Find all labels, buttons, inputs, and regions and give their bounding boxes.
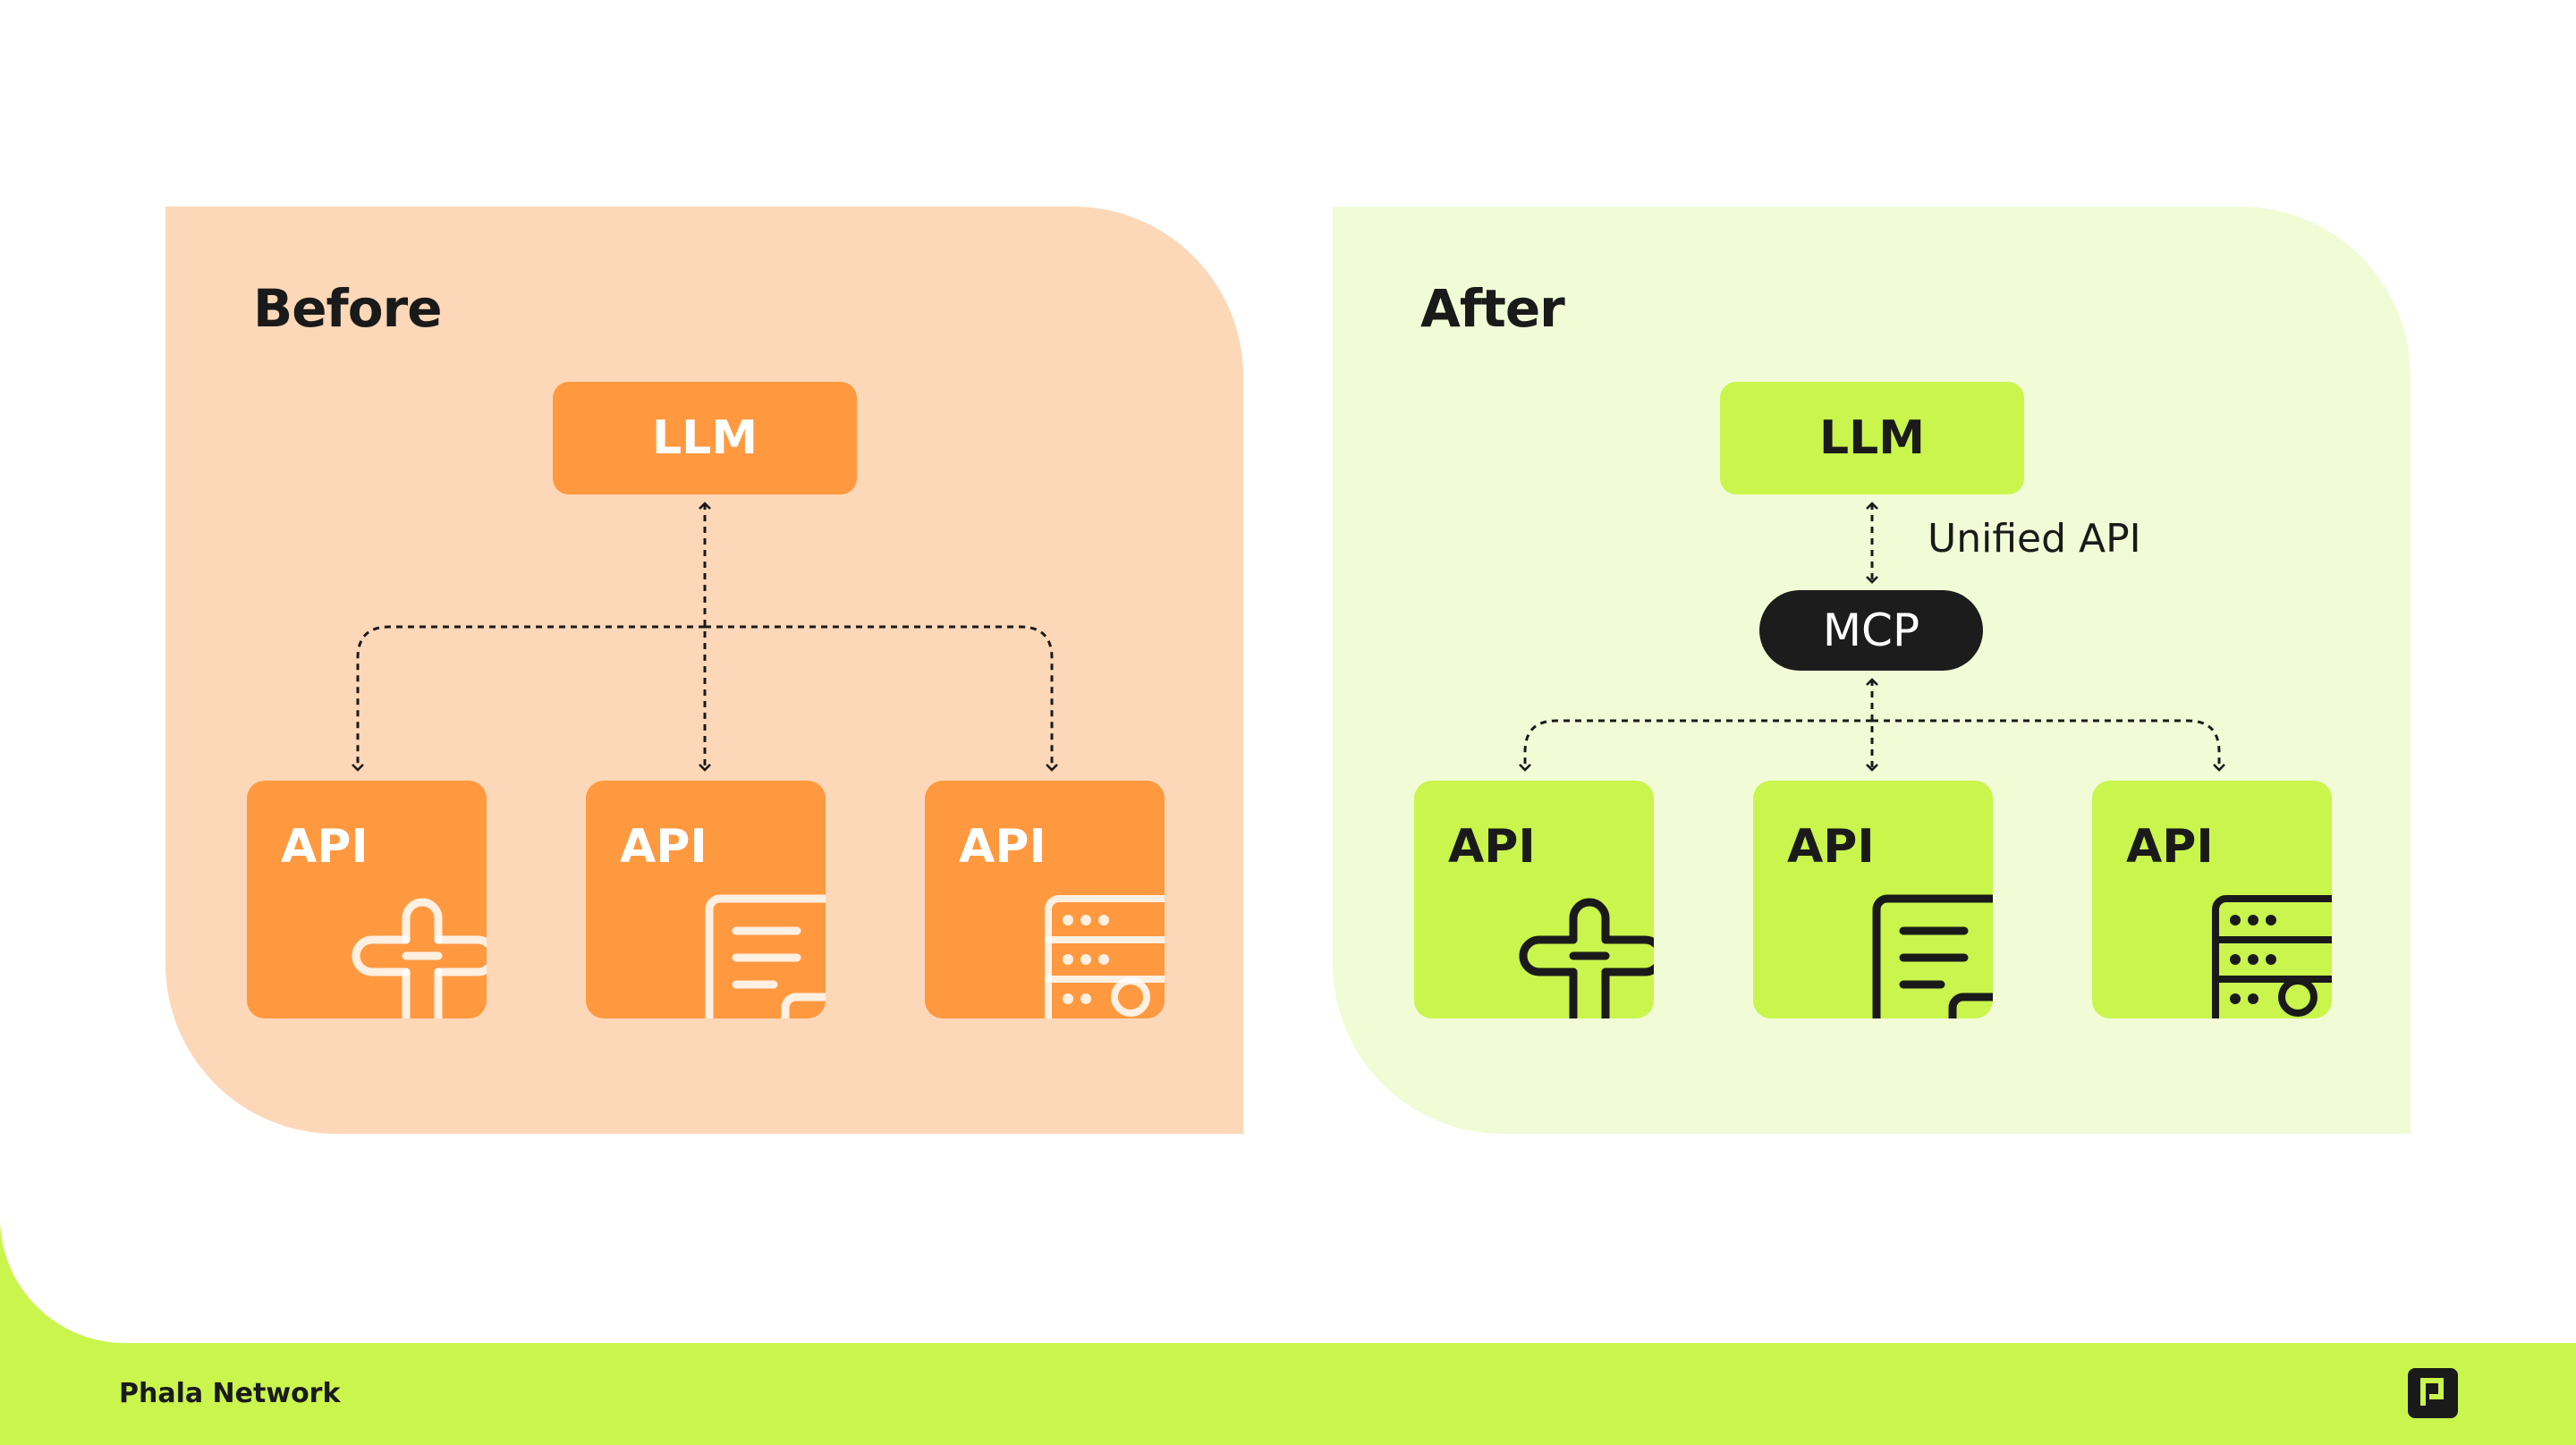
after-title: After bbox=[1420, 278, 1565, 339]
document-icon bbox=[1872, 894, 1993, 1018]
server-settings-icon bbox=[2212, 895, 2332, 1018]
mcp-hub: MCP bbox=[1759, 590, 1983, 671]
footer-brand: Phala Network bbox=[119, 1378, 341, 1409]
tools-icon bbox=[352, 898, 487, 1018]
api-label: API bbox=[1448, 820, 1536, 874]
api-box-2: API bbox=[586, 781, 826, 1018]
llm-box: LLM bbox=[553, 382, 857, 494]
left-branch-connector bbox=[352, 625, 705, 772]
api-label: API bbox=[620, 820, 708, 874]
right-branch-connector bbox=[1872, 719, 2225, 772]
tools-icon bbox=[1519, 898, 1654, 1018]
api-box-1: API bbox=[1414, 781, 1654, 1018]
api-label: API bbox=[281, 820, 369, 874]
api-box-2: API bbox=[1753, 781, 1993, 1018]
before-title: Before bbox=[253, 278, 443, 339]
api-box-1: API bbox=[247, 781, 487, 1018]
before-panel: Before LLM API API bbox=[165, 207, 1243, 1134]
unified-api-label: Unified API bbox=[1928, 516, 2141, 562]
api-box-3: API bbox=[2092, 781, 2332, 1018]
api-label: API bbox=[959, 820, 1046, 874]
server-settings-icon bbox=[1045, 895, 1165, 1018]
document-icon bbox=[705, 894, 826, 1018]
after-connectors bbox=[1519, 502, 2225, 772]
api-label: API bbox=[2126, 820, 2214, 874]
after-panel: After LLM Unified API MCP API bbox=[1333, 207, 2411, 1134]
api-box-3: API bbox=[925, 781, 1165, 1018]
left-branch-connector bbox=[1519, 719, 1872, 772]
llm-box: LLM bbox=[1720, 382, 2024, 494]
api-label: API bbox=[1787, 820, 1875, 874]
right-branch-connector bbox=[705, 625, 1058, 772]
phala-logo-icon bbox=[2408, 1368, 2458, 1418]
before-connectors bbox=[352, 502, 1058, 772]
